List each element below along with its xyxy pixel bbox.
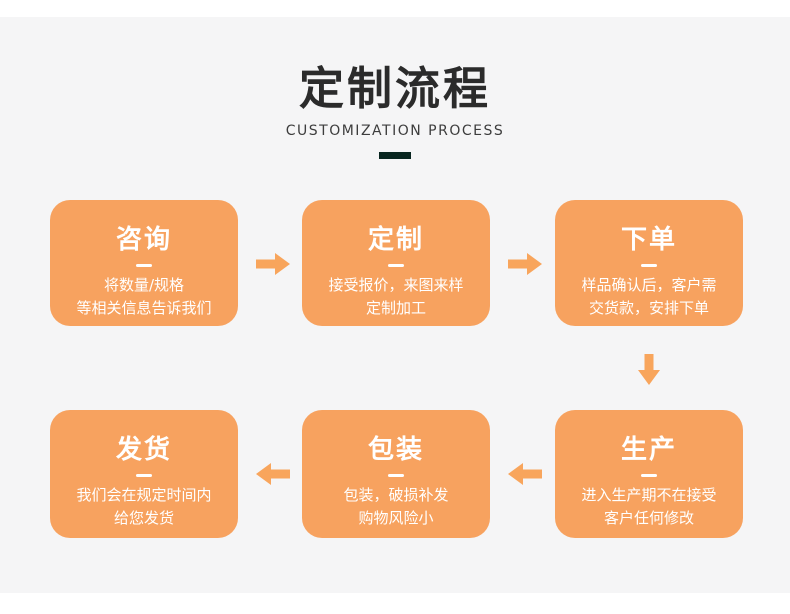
step-box-packaging: 包装 包装，破损补发 购物风险小	[302, 410, 490, 538]
step-divider	[641, 474, 657, 477]
step-title: 咨询	[115, 225, 172, 255]
step-title: 发货	[115, 435, 172, 465]
arrow-right-icon	[256, 252, 290, 276]
step-desc: 将数量/规格 等相关信息告诉我们	[76, 276, 212, 317]
arrow-down-icon	[637, 354, 661, 385]
step-desc: 我们会在规定时间内 给您发货	[76, 486, 212, 527]
step-desc: 进入生产期不在接受 客户任何修改	[581, 486, 717, 527]
step-desc: 包装，破损补发 购物风险小	[343, 486, 449, 527]
step-divider	[641, 264, 657, 267]
step-title: 下单	[620, 225, 677, 255]
step-box-shipping: 发货 我们会在规定时间内 给您发货	[50, 410, 238, 538]
arrow-right-icon	[508, 252, 542, 276]
page-title: 定制流程	[298, 62, 491, 115]
step-desc: 样品确认后，客户需 交货款，安排下单	[581, 276, 717, 317]
step-divider	[136, 474, 152, 477]
step-divider	[388, 264, 404, 267]
header: 定制流程 CUSTOMIZATION PROCESS	[0, 62, 790, 159]
arrow-left-icon	[256, 462, 290, 486]
step-title: 定制	[367, 225, 424, 255]
page-subtitle: CUSTOMIZATION PROCESS	[285, 123, 505, 139]
step-divider	[388, 474, 404, 477]
step-desc: 接受报价，来图来样 定制加工	[328, 276, 464, 317]
step-title: 生产	[620, 435, 677, 465]
step-box-production: 生产 进入生产期不在接受 客户任何修改	[555, 410, 743, 538]
step-box-consult: 咨询 将数量/规格 等相关信息告诉我们	[50, 200, 238, 326]
step-box-customize: 定制 接受报价，来图来样 定制加工	[302, 200, 490, 326]
step-divider	[136, 264, 152, 267]
arrow-left-icon	[508, 462, 542, 486]
accent-bar	[379, 152, 411, 159]
step-box-order: 下单 样品确认后，客户需 交货款，安排下单	[555, 200, 743, 326]
step-title: 包装	[367, 435, 424, 465]
